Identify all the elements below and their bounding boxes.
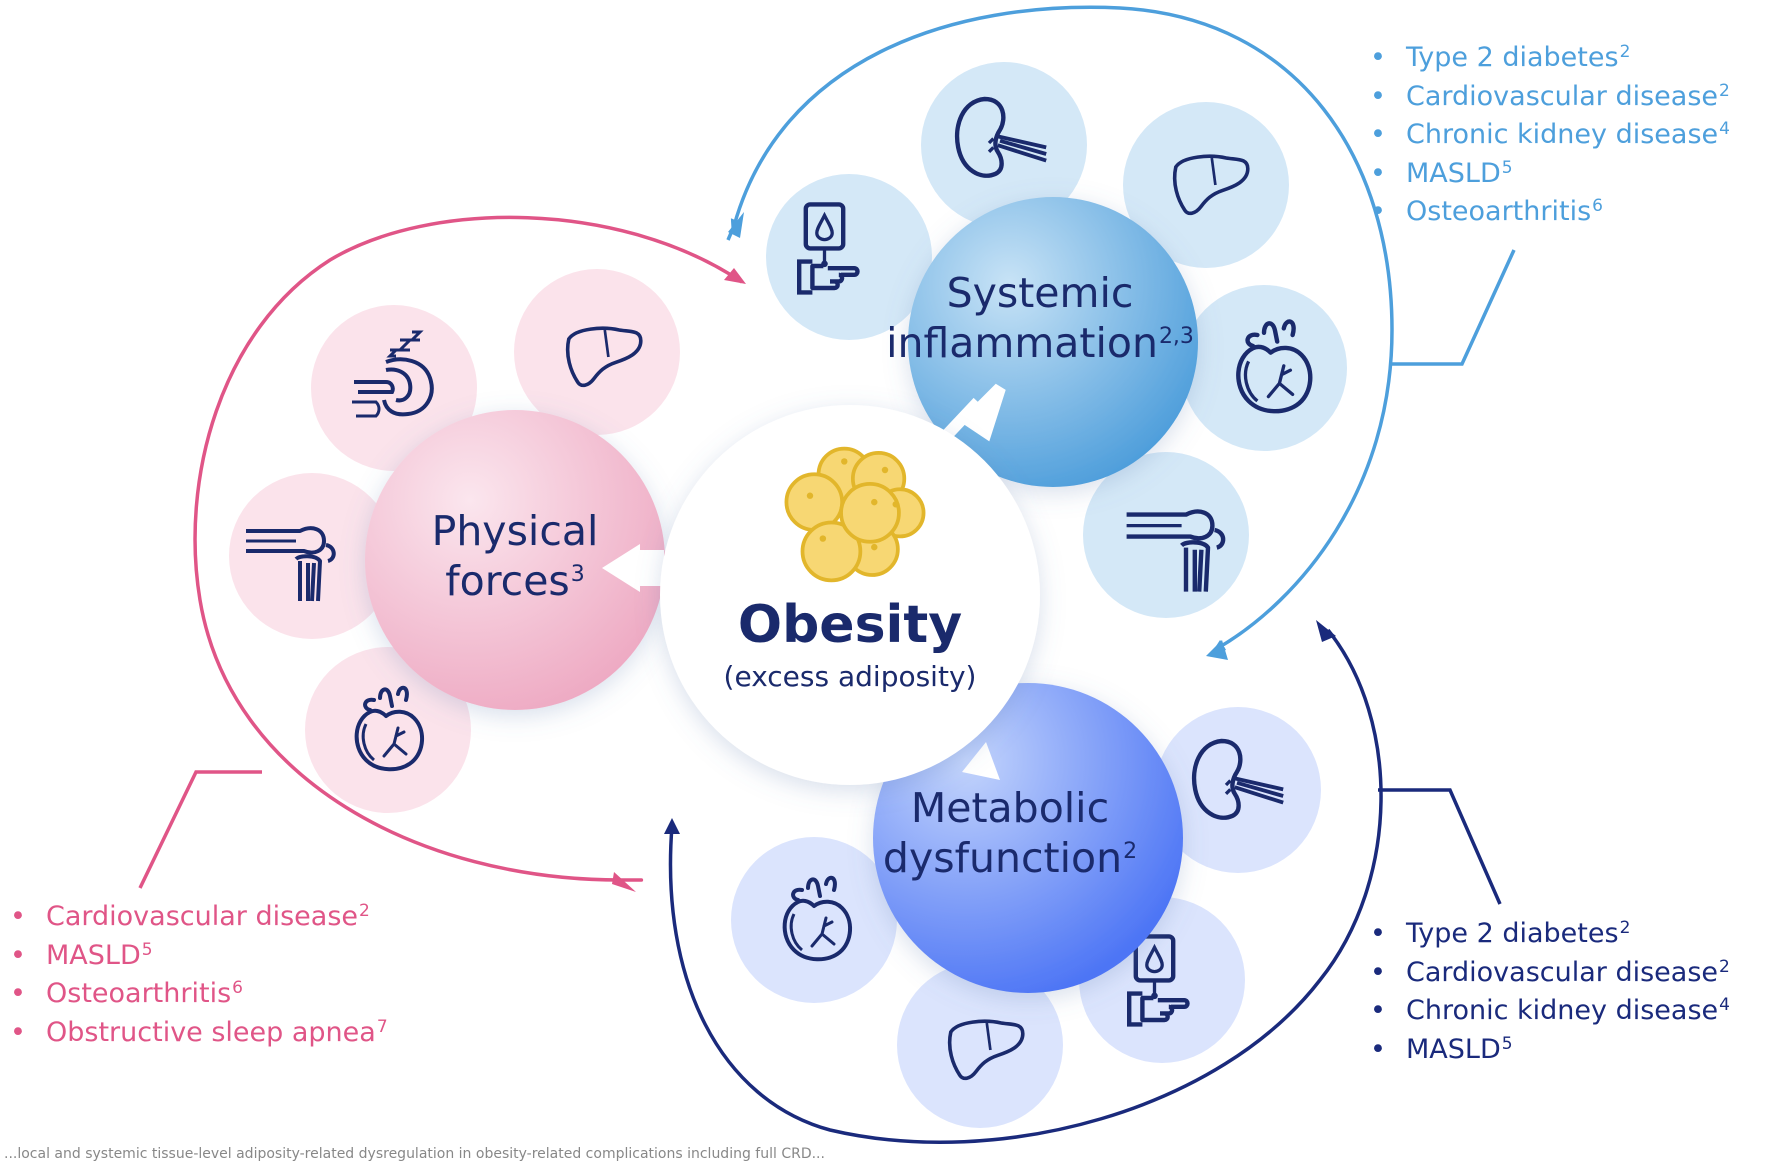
arrow-to-inflammation — [941, 383, 1006, 442]
arrow-to-physical — [602, 544, 640, 592]
arrowhead-inflammation-start — [728, 212, 744, 238]
list-item: Obstructive sleep apnea7 — [10, 1014, 388, 1053]
obesity-title: Obesity — [737, 595, 963, 655]
list-item: MASLD5 — [10, 937, 388, 976]
metabolic-label-ref: 2 — [1123, 839, 1138, 864]
list-item: MASLD5 — [1370, 155, 1730, 194]
physical-connector-line — [138, 770, 262, 889]
arrowhead-physical-end — [612, 872, 636, 892]
list-item: Cardiovascular disease2 — [1370, 78, 1730, 117]
physical-label-line1: Physical — [431, 507, 599, 555]
list-item: Cardiovascular disease2 — [1370, 954, 1730, 993]
arrowhead-physical-start — [724, 268, 746, 284]
metabolic-circle — [873, 683, 1183, 993]
metabolic-label: Metabolic dysfunction2 — [850, 783, 1170, 883]
arrow-stem-physical — [634, 550, 664, 586]
arrowhead-metabolic-end — [664, 818, 680, 834]
inflammation-label: Systemic inflammation2,3 — [870, 268, 1210, 368]
arrowhead-metabolic-start — [1316, 620, 1336, 642]
physical-cycle-arrow — [193, 215, 743, 882]
physical-conditions-list: Cardiovascular disease2 MASLD5 Osteoarth… — [10, 898, 388, 1052]
list-item: Chronic kidney disease4 — [1370, 116, 1730, 155]
arrowhead-inflammation-end — [1206, 640, 1228, 660]
metabolic-cycle-arrow — [668, 628, 1383, 1145]
list-item: MASLD5 — [1370, 1031, 1730, 1070]
metabolic-icons — [731, 707, 1321, 1128]
physical-label: Physical forces3 — [390, 506, 640, 606]
metabolic-conditions-list: Type 2 diabetes2 Cardiovascular disease2… — [1370, 915, 1730, 1069]
list-item: Osteoarthritis6 — [10, 975, 388, 1014]
arrow-to-metabolic — [962, 742, 1000, 780]
obesity-center-circle — [660, 405, 1040, 785]
footnote: ...local and systemic tissue-level adipo… — [4, 1146, 825, 1162]
list-item: Type 2 diabetes2 — [1370, 915, 1730, 954]
list-item: Osteoarthritis6 — [1370, 193, 1730, 232]
list-item: Chronic kidney disease4 — [1370, 992, 1730, 1031]
inflammation-label-line2: inflammation — [886, 319, 1158, 367]
list-item: Type 2 diabetes2 — [1370, 39, 1730, 78]
physical-label-line2: forces — [445, 557, 570, 605]
inflammation-label-ref: 2,3 — [1158, 324, 1194, 349]
inflammation-conditions-list: Type 2 diabetes2 Cardiovascular disease2… — [1370, 39, 1730, 232]
inflammation-icons — [766, 62, 1347, 618]
list-item: Cardiovascular disease2 — [10, 898, 388, 937]
metabolic-label-line1: Metabolic — [910, 784, 1110, 832]
physical-circle — [365, 410, 665, 710]
inflammation-connector-line — [1392, 249, 1516, 366]
physical-label-ref: 3 — [570, 562, 585, 587]
obesity-subtitle: (excess adiposity) — [723, 660, 977, 693]
metabolic-label-line2: dysfunction — [882, 834, 1123, 882]
metabolic-connector-line — [1378, 788, 1502, 905]
physical-icons — [229, 269, 680, 813]
inflammation-label-line1: Systemic — [946, 269, 1134, 317]
